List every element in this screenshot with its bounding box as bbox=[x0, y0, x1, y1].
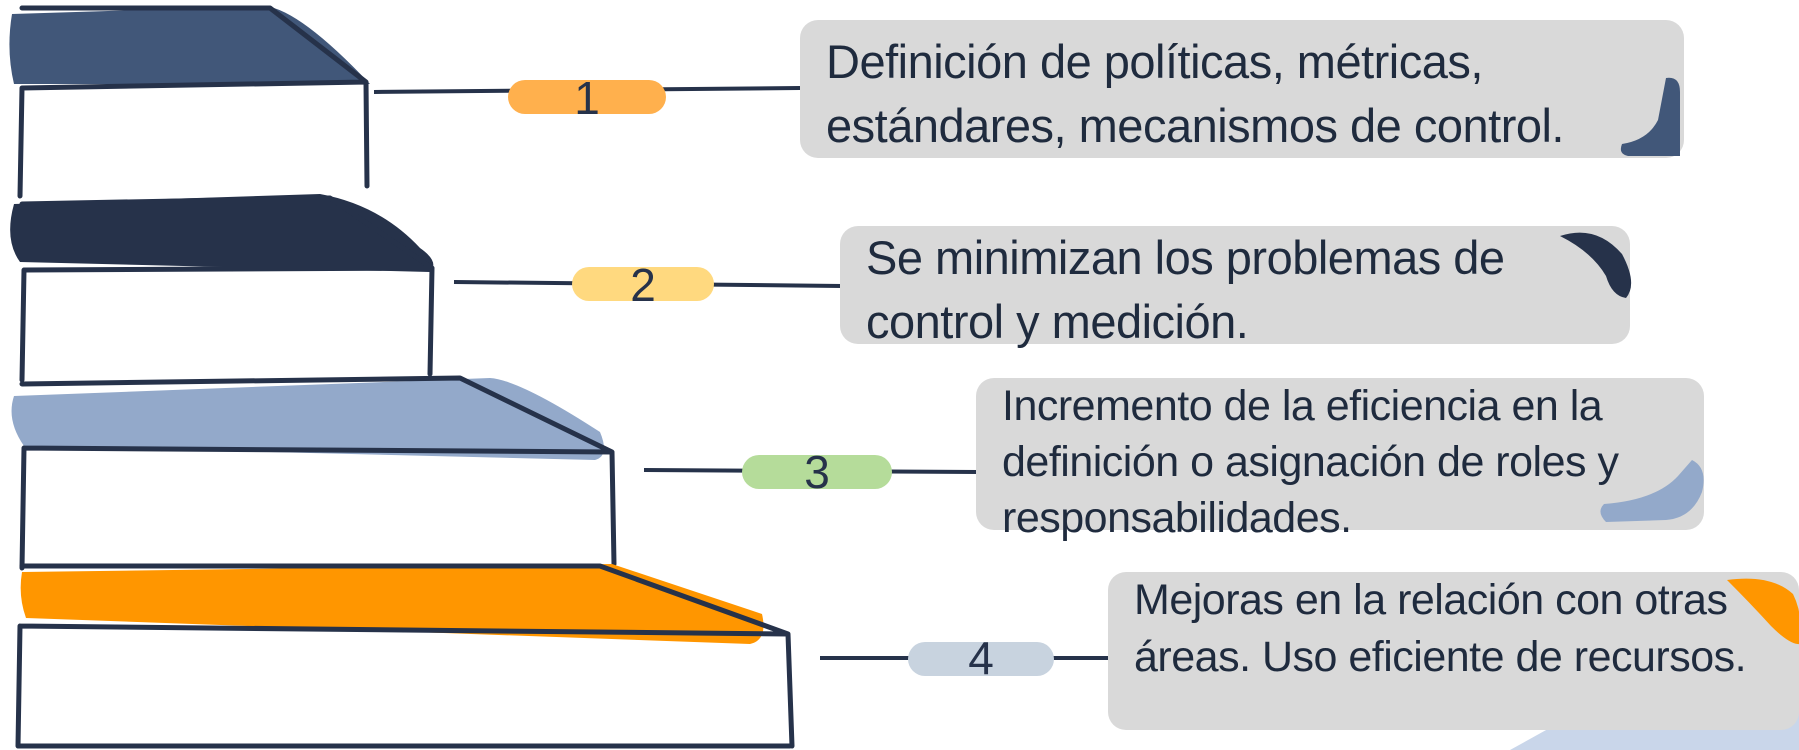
step-4-callout: Mejoras en la relación con otras áreas. … bbox=[1108, 572, 1799, 730]
step-3-top bbox=[11, 378, 605, 460]
step-number-2: 2 bbox=[630, 259, 656, 311]
step-1-outline bbox=[17, 5, 370, 199]
step-4-outline bbox=[15, 563, 795, 749]
number-pill-2 bbox=[572, 267, 714, 301]
step-2-callout: Se minimizan los problemas de control y … bbox=[840, 226, 1632, 348]
step-number-3: 3 bbox=[804, 446, 830, 498]
corner-accent-1 bbox=[1620, 77, 1680, 156]
step-2-text: Se minimizan los problemas de control y … bbox=[866, 231, 1505, 348]
step-4-top bbox=[20, 564, 764, 644]
step-2-outline bbox=[19, 195, 435, 383]
number-pill-3 bbox=[742, 455, 892, 489]
step-3-outline bbox=[19, 375, 617, 571]
number-pill-1 bbox=[508, 80, 666, 114]
number-pill-4 bbox=[908, 642, 1054, 676]
corner-accent-2 bbox=[1560, 232, 1632, 298]
step-number-4: 4 bbox=[968, 632, 994, 684]
step-3-text: Incremento de la eficiencia en la defini… bbox=[1002, 382, 1619, 542]
corner-accent-3 bbox=[1600, 460, 1704, 522]
step-number-1: 1 bbox=[574, 72, 600, 124]
step-2-top bbox=[10, 194, 434, 272]
step-1-callout: Definición de políticas, métricas, están… bbox=[800, 20, 1684, 158]
step-4-text: Mejoras en la relación con otras áreas. … bbox=[1134, 576, 1747, 681]
step-3-callout: Incremento de la eficiencia en la defini… bbox=[976, 378, 1704, 542]
step-1-top bbox=[9, 6, 371, 84]
corner-accent-4 bbox=[1727, 578, 1799, 645]
step-1-text: Definición de políticas, métricas, están… bbox=[826, 35, 1564, 152]
